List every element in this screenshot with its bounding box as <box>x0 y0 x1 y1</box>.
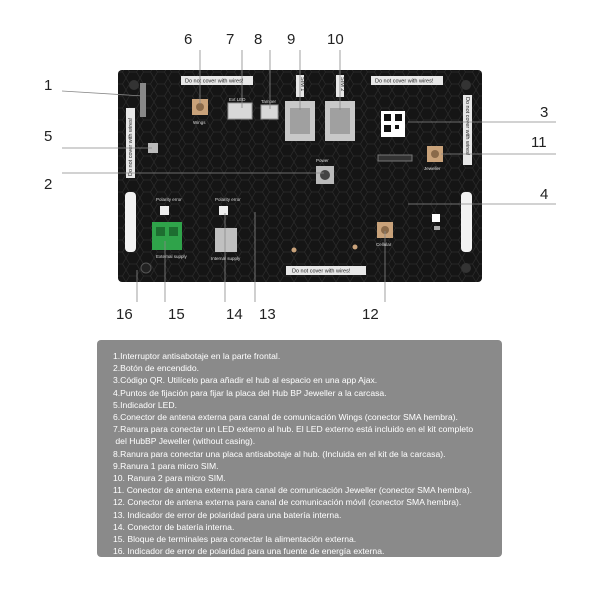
callout-14: 14 <box>226 306 243 323</box>
ext-led-connector <box>227 102 253 120</box>
legend-item: 6.Conector de antena externa para canal … <box>113 412 458 423</box>
warning-text-right: Do not cover with wires! <box>464 97 470 156</box>
legend-item: 1.Interruptor antisabotaje en la parte f… <box>113 351 281 361</box>
callout-4: 4 <box>540 186 549 203</box>
callout-2: 2 <box>44 176 53 193</box>
pin-header <box>377 154 413 162</box>
legend-item: 13. Indicador de error de polaridad para… <box>113 509 342 520</box>
callout-1: 1 <box>44 77 53 94</box>
mounting-hole <box>461 80 471 90</box>
sim1-label: SIM 1 <box>299 77 305 91</box>
wings-label: Wings <box>193 120 206 125</box>
leader-lines <box>61 50 556 302</box>
tamper-label: Tamper <box>261 99 277 104</box>
external-supply-label: External supply <box>156 254 188 259</box>
polarity-label-1: Polarity error <box>156 197 182 202</box>
legend-item: 11. Conector de antena externa para cana… <box>113 485 473 496</box>
ext-led-label: Ext LED <box>229 97 246 102</box>
mounting-slot-left <box>125 192 136 252</box>
legend-item: 3.Código QR. Utilícelo para añadir el hu… <box>113 375 378 386</box>
legend-item: 4.Puntos de fijación para fijar la placa… <box>113 387 387 398</box>
callout-13: 13 <box>259 306 276 323</box>
cellular-label: Cellular <box>376 242 392 247</box>
polarity-label-2: Polarity error <box>215 197 241 202</box>
tamper-connector <box>260 104 279 120</box>
mounting-hole <box>140 262 152 274</box>
led-indicator <box>148 143 158 153</box>
legend-item: 14. Conector de batería interna. <box>113 521 235 532</box>
legend-item: 2.Botón de encendido. <box>113 363 200 374</box>
internal-supply-label: Internal supply <box>211 256 241 261</box>
callout-5: 5 <box>44 128 53 145</box>
warning-label-right <box>463 95 472 165</box>
warning-text-left: Do not cover with wires! <box>128 117 134 176</box>
warning-label-top-right <box>371 76 443 85</box>
internal-supply-connector <box>215 228 237 252</box>
mounting-hole <box>461 263 471 273</box>
polarity-indicator-internal <box>219 206 228 215</box>
callout-10: 10 <box>327 31 344 48</box>
sim2-label: SIM 2 <box>339 77 345 91</box>
mounting-slot-right <box>461 192 472 252</box>
jeweller-label: Jeweller <box>424 166 441 171</box>
warning-label-left <box>126 108 135 178</box>
callout-15: 15 <box>168 306 185 323</box>
legend-item: 7.Ranura para conectar un LED externo al… <box>113 424 474 447</box>
warning-text-bottom: Do not cover with wires! <box>292 269 351 275</box>
legend-item: 5.Indicador LED. <box>113 399 178 410</box>
warning-label-bottom <box>286 266 366 275</box>
warning-text-top: Do not cover with wires! <box>185 79 244 85</box>
callout-7: 7 <box>226 31 235 48</box>
legend-item: 16. Indicador de error de polaridad para… <box>113 546 385 557</box>
polarity-indicator-external <box>160 206 169 215</box>
warning-text-top-right: Do not cover with wires! <box>375 79 434 85</box>
callout-9: 9 <box>287 31 296 48</box>
legend-panel: 1.Interruptor antisabotaje en la parte f… <box>97 340 502 557</box>
callout-6: 6 <box>184 31 193 48</box>
callout-8: 8 <box>254 31 263 48</box>
tamper-switch <box>140 83 146 117</box>
callout-3: 3 <box>540 104 549 121</box>
legend-item: 15. Bloque de terminales para conectar l… <box>113 534 357 545</box>
callout-16: 16 <box>116 306 133 323</box>
callout-11: 11 <box>531 134 547 151</box>
mounting-hole <box>129 80 139 90</box>
power-label: Power <box>316 158 329 163</box>
legend-item: 9.Ranura 1 para micro SIM. <box>113 460 219 471</box>
legend-item: 8.Ranura para conectar una placa antisab… <box>113 448 446 459</box>
legend-item: 10. Ranura 2 para micro SIM. <box>113 473 226 484</box>
callout-12: 12 <box>362 306 379 323</box>
legend-item: 12. Conector de antena externa para cana… <box>113 497 462 508</box>
warning-label-top <box>181 76 253 85</box>
board-diagram: Do not cover with wires! Do not cover wi… <box>61 50 556 302</box>
